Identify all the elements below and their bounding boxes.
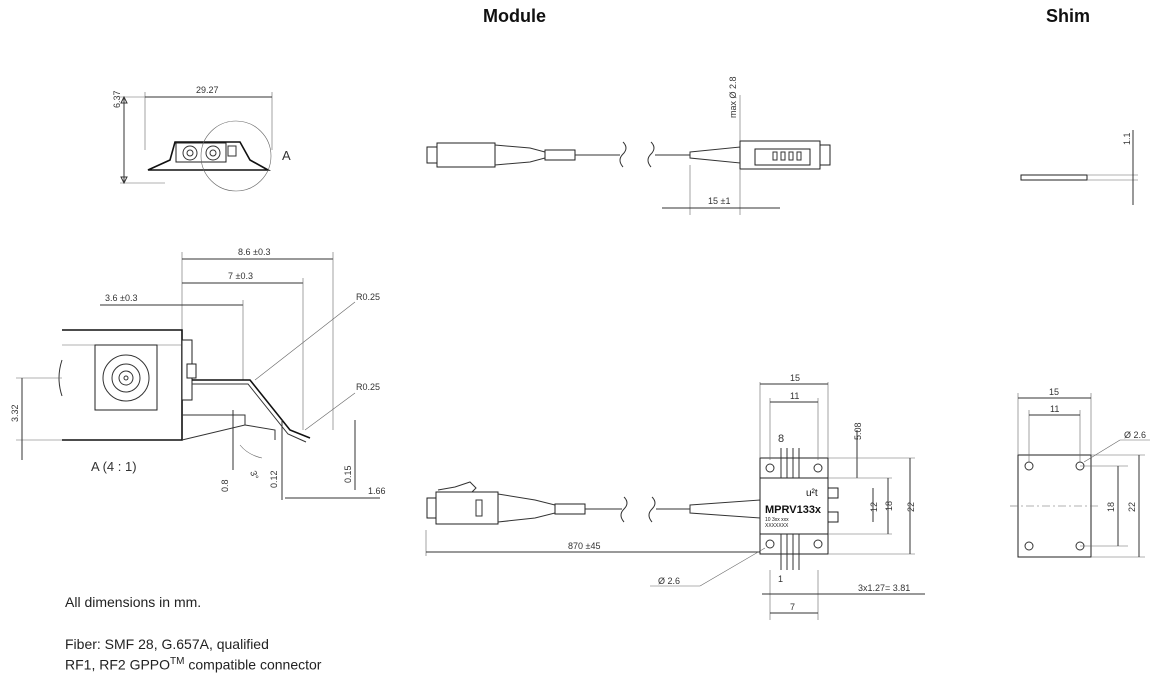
dim-pitch: 3x1.27= 3.81: [858, 583, 910, 593]
dim-1-66: 1.66: [368, 486, 386, 496]
dim-11-shim: 11: [1050, 404, 1059, 414]
dim-15-mod: 15: [790, 373, 800, 383]
dim-6-37: 6.37: [112, 90, 122, 108]
phi-2-6-shim: Ø 2.6: [1124, 430, 1146, 440]
radius-label-bottom: R0.25: [356, 382, 380, 392]
phi-2-6-mod: Ø 2.6: [658, 576, 680, 586]
u2t-logo: u²t: [806, 488, 818, 499]
dim-18-mod: 18: [884, 501, 894, 511]
dim-29-27: 29.27: [196, 85, 219, 95]
dim-max-phi-2-8: max Ø 2.8: [728, 76, 738, 118]
shim-top-view: 15 11 Ø 2.6 18 22: [1010, 387, 1150, 558]
dim-11-mod: 11: [790, 391, 799, 401]
rf-note-prefix: RF1, RF2 GPPO: [65, 656, 171, 673]
units-note: All dimensions in mm.: [65, 594, 202, 610]
rf-note-tm: TM: [170, 656, 185, 667]
rf-note-suffix: compatible connector: [184, 656, 322, 673]
dim-7-mod: 7: [790, 602, 795, 612]
dim-8-6: 8.6 ±0.3: [238, 247, 270, 257]
shim-side-view: 1.1: [1020, 130, 1138, 205]
dim-5-08: 5.08: [853, 422, 863, 440]
pin-8-label: 8: [778, 433, 784, 445]
dim-870: 870 ±45: [568, 541, 600, 551]
module-top-view: MPRV133x 10 3xx xxx XXXXXXX u²t 15 11 8 …: [425, 373, 925, 620]
dim-15-pm1: 15 ±1: [708, 196, 730, 206]
dim-0-8: 0.8: [220, 479, 230, 492]
module-title: Module: [483, 6, 546, 26]
dim-3-6: 3.6 ±0.3: [105, 293, 137, 303]
pin-1-label: 1: [778, 574, 783, 584]
dim-3-32: 3.32: [10, 404, 20, 422]
detail-a-view: 8.6 ±0.3 7 ±0.3 3.6 ±0.3 R0.25 R0.25 3.3: [10, 247, 386, 500]
dim-12-mod: 12: [869, 502, 879, 512]
module-side-view: max Ø 2.8 15 ±1: [426, 76, 831, 215]
dim-3-degree: 3°: [248, 469, 260, 481]
part-name: MPRV133x: [765, 504, 822, 516]
connector-top-view: 6.37 29.27 A: [112, 85, 291, 192]
dim-22-shim: 22: [1127, 502, 1137, 512]
radius-label-top: R0.25: [356, 292, 380, 302]
shim-title: Shim: [1046, 6, 1091, 26]
dim-0-15: 0.15: [343, 465, 353, 483]
part-serial: XXXXXXX: [765, 523, 789, 529]
dim-7: 7 ±0.3: [228, 271, 253, 281]
rf-note: RF1, RF2 GPPOTM compatible connector: [65, 654, 321, 673]
dim-0-12: 0.12: [269, 470, 279, 488]
detail-caption: A (4 : 1): [91, 459, 137, 474]
fiber-note: Fiber: SMF 28, G.657A, qualified: [65, 636, 269, 652]
detail-a-marker: A: [282, 148, 291, 163]
dim-15-shim: 15: [1049, 387, 1059, 397]
dim-18-shim: 18: [1106, 502, 1116, 512]
part-code: 10 3xx xxx: [765, 517, 789, 523]
dim-1-1: 1.1: [1122, 132, 1132, 145]
dim-22-mod: 22: [906, 502, 916, 512]
